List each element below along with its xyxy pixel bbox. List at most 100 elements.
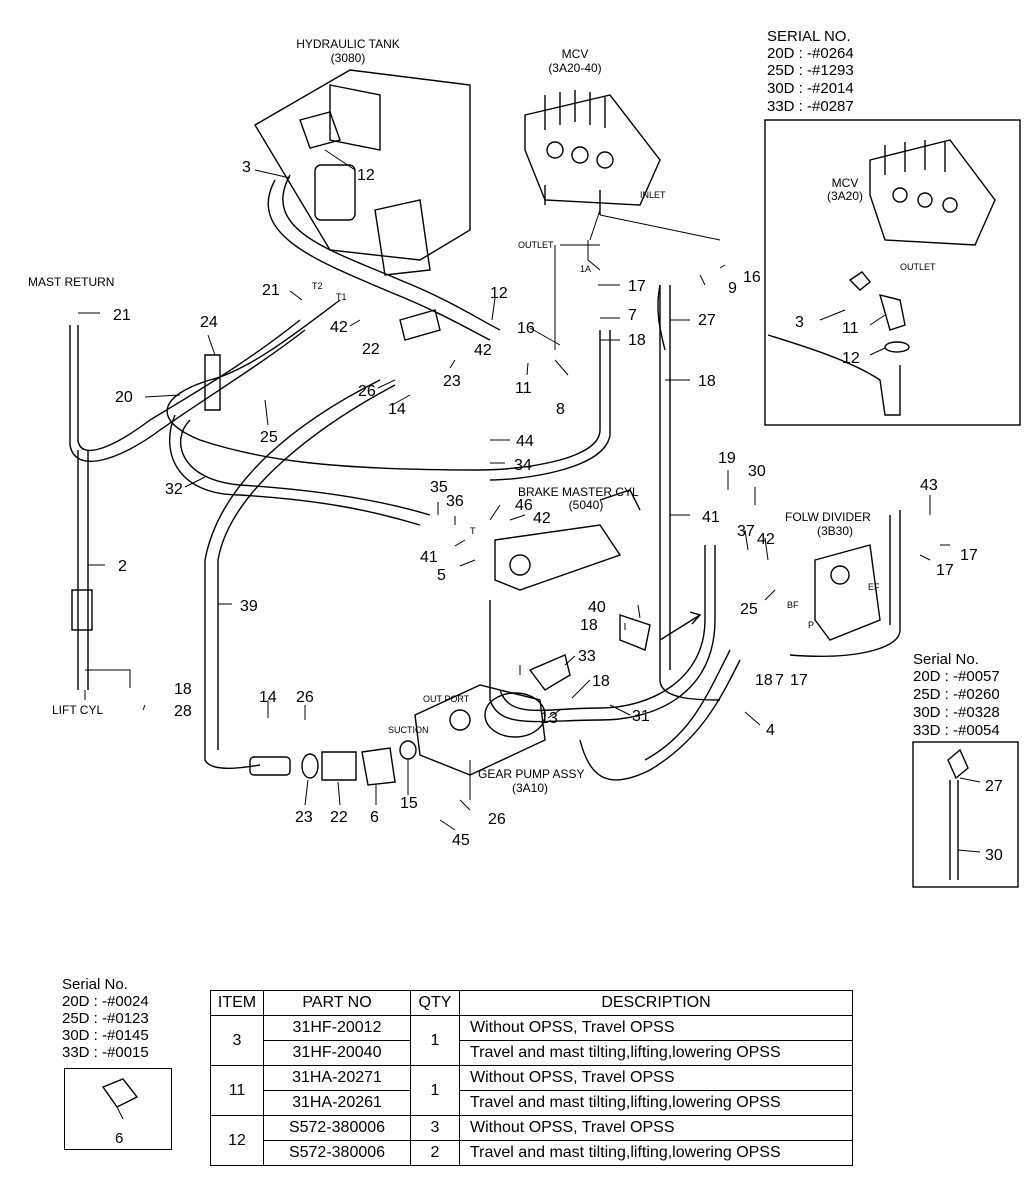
out-port-label: OUT PORT: [423, 694, 470, 704]
cell-qty: 3: [410, 1115, 460, 1141]
t2-label: T2: [312, 281, 323, 291]
hose-27: [657, 284, 666, 351]
hose-4: [579, 659, 741, 781]
flow-divider: [814, 544, 881, 641]
suction-label: SUCTION: [388, 725, 429, 735]
serial-bl-title: Serial No.: [62, 976, 128, 993]
gear-pump-code: (3A10): [512, 781, 548, 795]
serial-top-title: SERIAL NO.: [767, 28, 851, 45]
serial-top-line: 25D : -#1293: [767, 62, 854, 79]
callout-number: 42: [533, 510, 551, 527]
flange-22: [321, 751, 357, 781]
table-row: 31HF-20040 Travel and mast tilting,lifti…: [211, 1040, 853, 1066]
brake-master-cylinder: [494, 489, 641, 591]
gear-pump-label: GEAR PUMP ASSY: [478, 767, 584, 781]
callout-number: 23: [443, 373, 461, 390]
callout-number: 19: [718, 450, 736, 467]
hose-flow-divider: [789, 510, 901, 657]
table-row: 12 S572-380006 3 Without OPSS, Travel OP…: [210, 1115, 853, 1166]
table-row: 3 31HF-20012 1 Without OPSS, Travel OPSS: [210, 1015, 853, 1066]
callout-number: 7: [628, 307, 637, 324]
serial-inset-box: [912, 741, 1019, 888]
cell-desc: Travel and mast tilting,lifting,lowering…: [459, 1040, 853, 1066]
callout-number: 12: [842, 350, 860, 367]
callout-number: 18: [698, 373, 716, 390]
callout-number: 18: [580, 617, 598, 634]
callout-number: 44: [516, 433, 534, 450]
cell-desc: Without OPSS, Travel OPSS: [459, 1015, 853, 1041]
mast-return-label: MAST RETURN: [28, 275, 114, 289]
callout-number: 17: [936, 562, 954, 579]
port-1a-label: 1A: [580, 264, 591, 274]
callout-number: 6: [370, 809, 379, 826]
cell-desc: Travel and mast tilting,lifting,lowering…: [459, 1140, 853, 1166]
mcv-inset-label: MCV: [832, 176, 859, 190]
hose-3-outer: [267, 179, 491, 341]
callout-number: 16: [743, 269, 761, 286]
header-description: DESCRIPTION: [459, 990, 853, 1016]
gear-pump: [414, 684, 546, 776]
outlet-inset-label: OUTLET: [900, 262, 936, 272]
o-ring-23: [301, 753, 319, 779]
callout-number: 45: [452, 832, 470, 849]
serial-mid-title: Serial No.: [913, 651, 979, 668]
callout-number: 17: [960, 547, 978, 564]
cell-item: 3: [210, 1015, 264, 1066]
header-qty: QTY: [410, 990, 460, 1016]
callout-number: 21: [113, 307, 131, 324]
serial-mid-line: 33D : -#0054: [913, 722, 1000, 739]
callout-number: 9: [728, 280, 737, 297]
callout-number: 35: [430, 479, 448, 496]
hydraulic-tank: [254, 69, 471, 276]
callout-number: 46: [515, 497, 533, 514]
serial-top-line: 30D : -#2014: [767, 80, 854, 97]
cell-qty: 2: [410, 1140, 460, 1166]
callout-number: 26: [358, 383, 376, 400]
cell-desc: Travel and mast tilting,lifting,lowering…: [459, 1090, 853, 1116]
callout-number: 40: [588, 599, 606, 616]
callout-number: 5: [437, 567, 446, 584]
callout-number: 22: [330, 809, 348, 826]
callout-number: 12: [357, 167, 375, 184]
callout-number: 15: [400, 795, 418, 812]
callout-number: 42: [757, 531, 775, 548]
cell-item: 12: [210, 1115, 264, 1166]
callout-number: 2: [118, 558, 127, 575]
header-item: ITEM: [210, 990, 264, 1016]
callout-number: 3: [795, 314, 804, 331]
arrow-head: [689, 611, 702, 625]
hose-4-outer: [644, 649, 731, 761]
cell-part: 31HF-20040: [263, 1040, 411, 1066]
fitting-33: [528, 654, 571, 691]
hose-31: [489, 545, 716, 723]
serial-mid-line: 20D : -#0057: [913, 668, 1000, 685]
header-part-no: PART NO: [263, 990, 411, 1016]
cell-part: 31HA-20261: [263, 1090, 411, 1116]
callout-number: 37: [737, 523, 755, 540]
callout-number: 7: [775, 672, 784, 689]
parts-table: ITEM PART NO QTY DESCRIPTION 3 31HF-2001…: [210, 990, 853, 1166]
serial-mid-line: 25D : -#0260: [913, 686, 1000, 703]
inset-hose-3: [767, 334, 901, 416]
inset-fitting: [848, 271, 871, 291]
callout-number: 16: [517, 320, 535, 337]
hose-31-outer: [499, 545, 706, 712]
serial-mid-line: 30D : -#0328: [913, 704, 1000, 721]
callout-number: 11: [842, 320, 859, 337]
hose-5-braid: [71, 589, 93, 631]
callout-number: 43: [920, 477, 938, 494]
port-bf-label: BF: [787, 600, 799, 610]
cell-desc: Without OPSS, Travel OPSS: [459, 1115, 853, 1141]
callout-number: 22: [362, 341, 380, 358]
callout-number: 17: [628, 278, 646, 295]
cell-desc: Without OPSS, Travel OPSS: [459, 1065, 853, 1091]
callout-number: 32: [165, 481, 183, 498]
callout-number: 12: [490, 285, 508, 302]
cell-part: 31HA-20271: [263, 1065, 411, 1091]
callout-number: 18: [174, 681, 192, 698]
hydraulic-tank-code: (3080): [331, 51, 366, 65]
callout-number: 18: [755, 672, 773, 689]
hose-30: [659, 285, 721, 701]
callout-number: 28: [174, 703, 192, 720]
inlet-label: INLET: [640, 190, 666, 200]
